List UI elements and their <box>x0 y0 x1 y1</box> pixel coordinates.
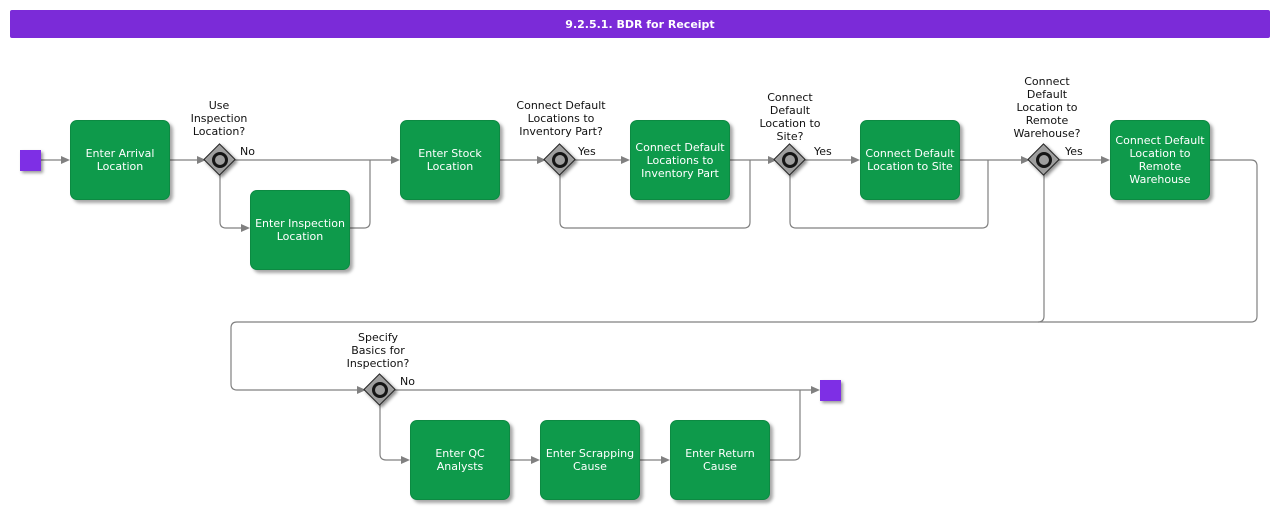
edge-label-site-yes: Yes <box>814 145 832 158</box>
edge-inspection-rejoin <box>350 160 371 229</box>
task-enter-return-cause[interactable]: Enter Return Cause <box>670 420 770 500</box>
edge-gw5-to-qc <box>379 404 401 461</box>
task-enter-arrival-location[interactable]: Enter Arrival Location <box>70 120 170 200</box>
task-enter-qc-analysts[interactable]: Enter QC Analysts <box>410 420 510 500</box>
gateway-label-connect-default-locations-to-inventory-part: Connect Default Locations to Inventory P… <box>516 99 606 138</box>
edge-label-use-inspection-no: No <box>240 145 255 158</box>
gateway-circle-icon <box>372 382 388 398</box>
gateway-label-connect-default-location-to-remote-warehouse: Connect Default Location to Remote Wareh… <box>1013 75 1081 140</box>
gateway-label-connect-default-location-to-site: Connect Default Location to Site? <box>759 91 821 143</box>
gateway-label-use-inspection-location: Use Inspection Location? <box>190 99 248 138</box>
edge-label-remote-warehouse-yes: Yes <box>1065 145 1083 158</box>
edge-gw1-to-inspection <box>219 174 241 229</box>
start-event <box>20 150 41 171</box>
task-connect-default-location-to-site[interactable]: Connect Default Location to Site <box>860 120 960 200</box>
gateway-connect-default-location-to-remote-warehouse <box>1027 143 1060 176</box>
gateway-circle-icon <box>552 152 568 168</box>
diagram-title-bar: 9.2.5.1. BDR for Receipt <box>10 10 1270 38</box>
gateway-specify-basics-for-inspection <box>363 373 396 406</box>
gateway-circle-icon <box>1036 152 1052 168</box>
task-enter-stock-location[interactable]: Enter Stock Location <box>400 120 500 200</box>
edge-gw4-no-down <box>1037 174 1045 323</box>
task-enter-inspection-location[interactable]: Enter Inspection Location <box>250 190 350 270</box>
task-enter-scrapping-cause[interactable]: Enter Scrapping Cause <box>540 420 640 500</box>
sequence-flow-lines <box>40 159 1258 461</box>
gateway-connect-default-locations-to-inventory-part <box>543 143 576 176</box>
arrowheads <box>61 156 1110 464</box>
edge-label-inventory-part-yes: Yes <box>578 145 596 158</box>
gateway-use-inspection-location <box>203 143 236 176</box>
edge-gw2-bypass <box>559 160 751 229</box>
edge-gw3-bypass <box>789 160 989 229</box>
gateway-label-specify-basics-for-inspection: Specify Basics for Inspection? <box>346 331 410 370</box>
edge-return-rejoin <box>770 390 801 461</box>
end-event <box>820 380 841 401</box>
task-connect-default-locations-to-inventory-part[interactable]: Connect Default Locations to Inventory P… <box>630 120 730 200</box>
gateway-circle-icon <box>212 152 228 168</box>
edge-task6-down-to-gw5 <box>230 159 1258 391</box>
task-connect-default-location-to-remote-warehouse[interactable]: Connect Default Location to Remote Wareh… <box>1110 120 1210 200</box>
edge-label-specify-basics-no: No <box>400 375 415 388</box>
gateway-connect-default-location-to-site <box>773 143 806 176</box>
gateway-circle-icon <box>782 152 798 168</box>
